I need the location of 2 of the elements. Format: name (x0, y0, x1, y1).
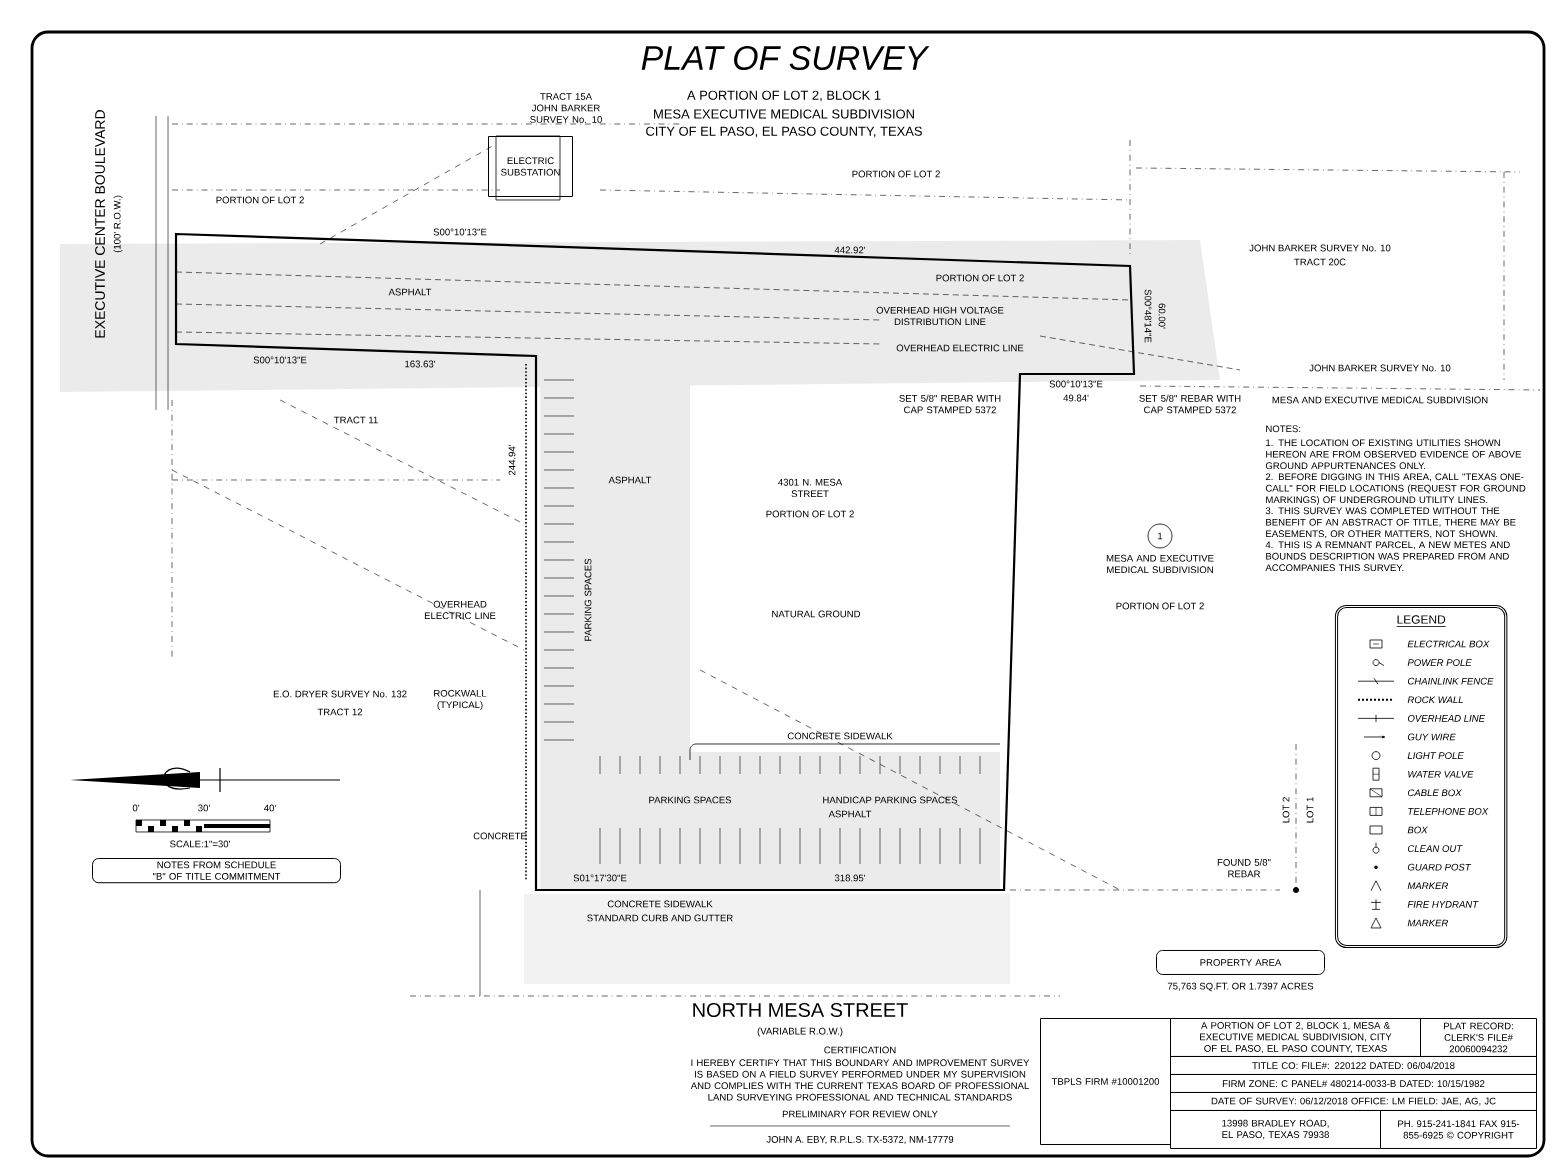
title: PLAT OF SURVEY (641, 46, 930, 70)
street-name: NORTH MESA STREET (693, 1002, 908, 1018)
